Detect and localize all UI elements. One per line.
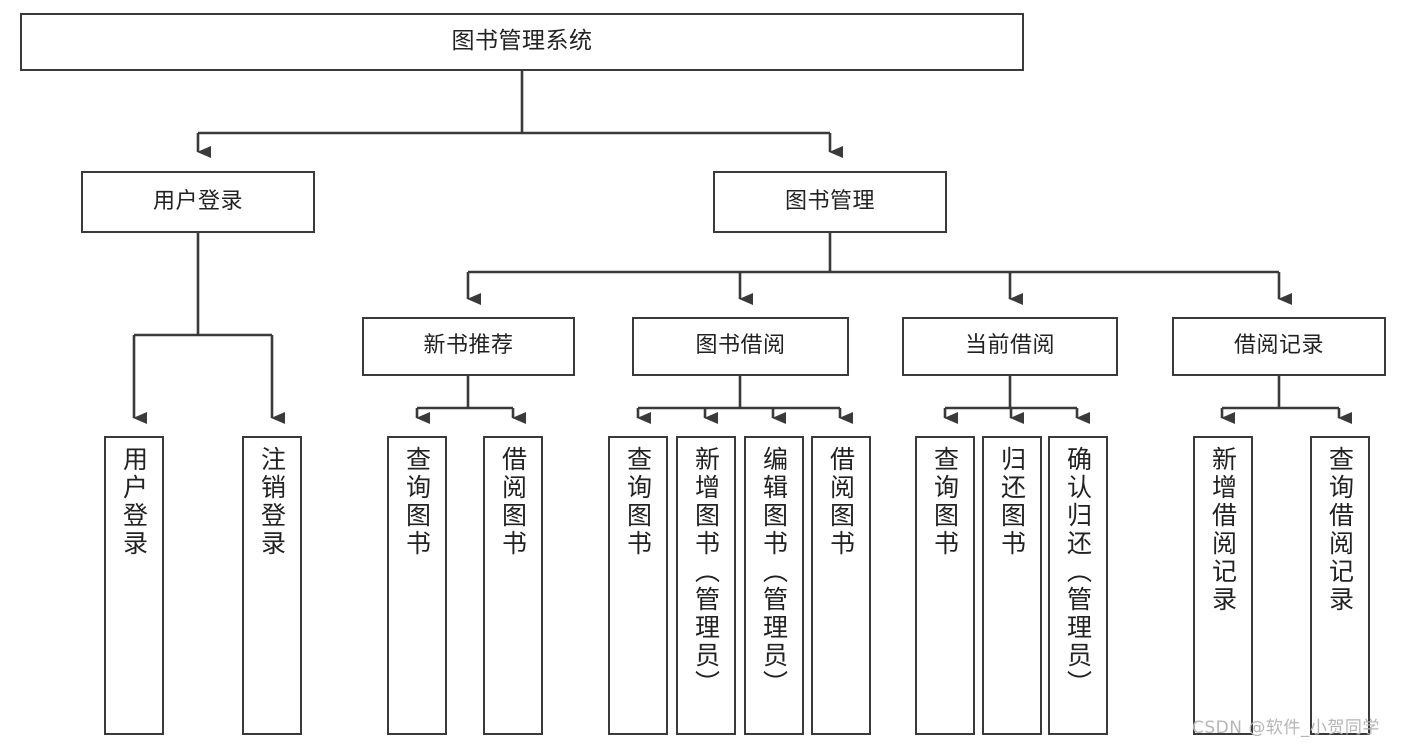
node-label: 用户登录 [152,188,243,214]
leaf-user-login[interactable]: 用户登录 [104,436,164,735]
node-book-management[interactable]: 图书管理 [713,171,947,233]
leaf-current-confirm-return-admin[interactable]: 确认归还（管理员） [1048,436,1108,735]
node-label: 用户登录 [119,446,149,558]
node-label: 新书推荐 [423,333,514,359]
leaf-current-return-book[interactable]: 归还图书 [982,436,1042,735]
leaf-borrow-add-book-admin[interactable]: 新增图书（管理员） [676,436,736,735]
node-root-system[interactable]: 图书管理系统 [20,13,1024,71]
leaf-user-logout[interactable]: 注销登录 [242,436,302,735]
node-label: 编辑图书（管理员） [759,446,789,698]
node-label: 注销登录 [257,446,287,558]
leaf-borrow-borrow-book[interactable]: 借阅图书 [811,436,871,735]
node-current-borrow[interactable]: 当前借阅 [902,317,1118,376]
node-user-login[interactable]: 用户登录 [81,171,315,233]
node-borrow-record[interactable]: 借阅记录 [1172,317,1386,376]
node-label: 图书管理系统 [451,28,593,55]
node-label: 确认归还（管理员） [1063,446,1093,698]
node-label: 图书管理 [784,188,875,214]
node-label: 新增图书（管理员） [691,446,721,698]
node-label: 借阅图书 [498,446,528,558]
csdn-watermark: CSDN @软件_小贺同学 [1192,718,1380,738]
node-label: 借阅记录 [1233,333,1324,359]
node-label: 当前借阅 [964,333,1055,359]
node-label: 查询图书 [402,446,432,558]
node-new-book-recommend[interactable]: 新书推荐 [362,317,575,376]
node-label: 新增借阅记录 [1208,446,1238,614]
leaf-current-query-book[interactable]: 查询图书 [915,436,975,735]
node-label: 借阅图书 [826,446,856,558]
leaf-recommend-borrow-book[interactable]: 借阅图书 [483,436,543,735]
leaf-recommend-query-book[interactable]: 查询图书 [387,436,447,735]
leaf-borrow-query-book[interactable]: 查询图书 [608,436,668,735]
node-label: 查询图书 [930,446,960,558]
node-book-borrow[interactable]: 图书借阅 [632,317,849,376]
leaf-record-add-record[interactable]: 新增借阅记录 [1193,436,1253,735]
node-label: 查询借阅记录 [1325,446,1355,614]
node-label: 图书借阅 [695,333,786,359]
node-label: 查询图书 [623,446,653,558]
leaf-record-query-record[interactable]: 查询借阅记录 [1310,436,1370,735]
node-label: 归还图书 [997,446,1027,558]
leaf-borrow-edit-book-admin[interactable]: 编辑图书（管理员） [744,436,804,735]
